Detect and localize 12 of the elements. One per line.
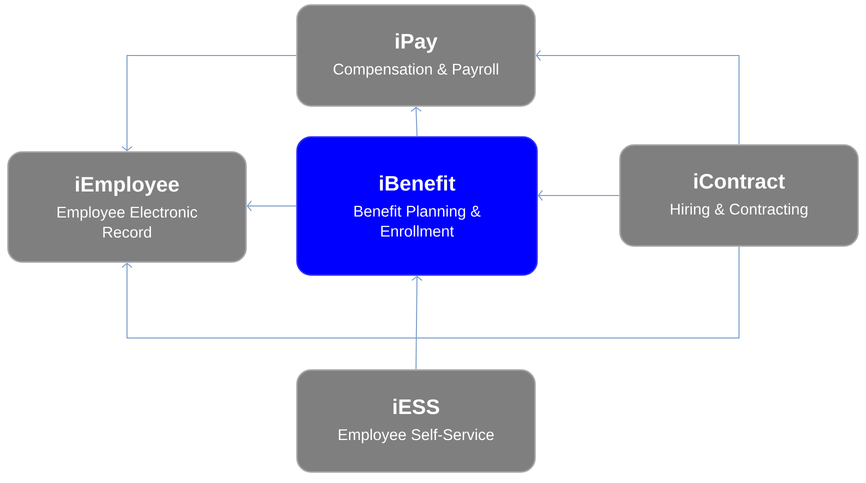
arrow <box>411 276 422 370</box>
arrow <box>410 106 422 137</box>
system-box: iContract Hiring & Contracting <box>619 144 859 247</box>
arrow <box>246 200 297 212</box>
system-box: iPay Compensation & Payroll <box>296 4 536 107</box>
arrow <box>122 246 740 338</box>
arrow <box>122 55 297 152</box>
system-box: iBenefit Benefit Planning & Enrollment <box>296 136 538 276</box>
arrow <box>538 190 620 201</box>
system-box: iESS Employee Self-Service <box>296 369 536 473</box>
system-box: iEmployee Employee Electronic Record <box>7 151 247 263</box>
arrow <box>536 50 740 145</box>
